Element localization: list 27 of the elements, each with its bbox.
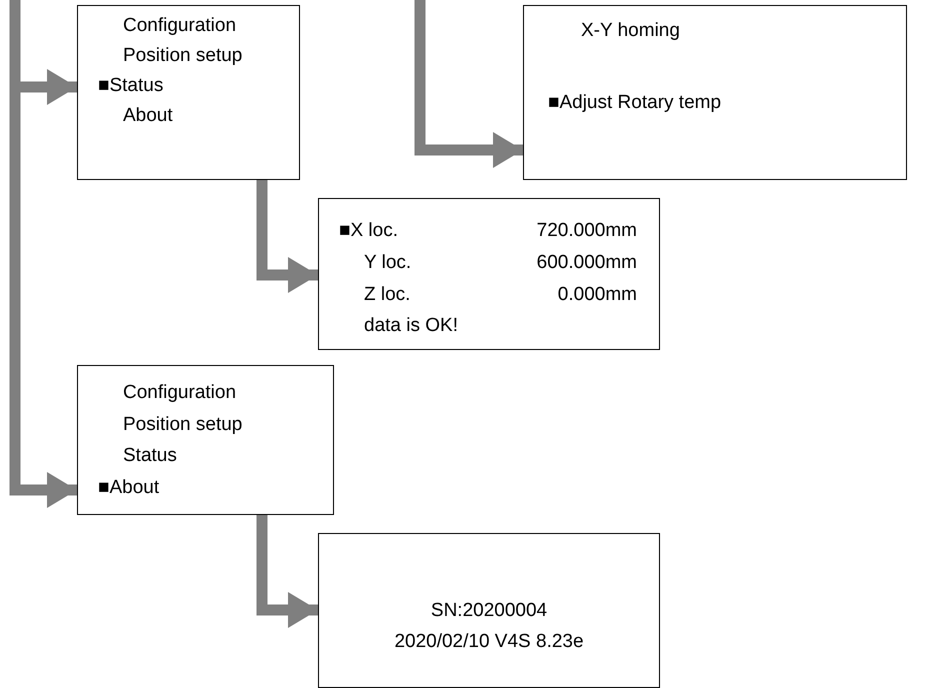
menu-text: ■Adjust Rotary temp (548, 92, 722, 114)
menu-text: Status (123, 445, 177, 467)
arrow (256, 180, 318, 293)
menu-text: Y loc. (364, 252, 412, 274)
menu-text: SN:20200004 (430, 600, 548, 622)
menu-screen-box (77, 365, 334, 515)
menu-text: Position setup (123, 414, 242, 436)
menu-screen-box (318, 198, 660, 350)
menu-text: data is OK! (364, 315, 458, 337)
menu-text: ■X loc. (339, 220, 398, 242)
menu-text: X-Y homing (581, 20, 680, 42)
menu-text: 720.000mm (536, 220, 637, 242)
menu-screen-box (77, 5, 300, 180)
menu-text: About (123, 105, 173, 127)
menu-text: Z loc. (364, 284, 410, 306)
arrow (414, 0, 523, 168)
menu-text: Configuration (123, 15, 236, 37)
menu-text: 2020/02/10 V4S 8.23e (393, 631, 585, 653)
menu-text: Position setup (123, 45, 242, 67)
menu-text: ■Status (98, 75, 164, 97)
menu-text: ■About (98, 477, 160, 499)
menu-screen-box (523, 5, 907, 180)
menu-text: 0.000mm (558, 284, 637, 306)
menu-text: 600.000mm (536, 252, 637, 274)
menu-screen-box (318, 533, 660, 688)
menu-text: Configuration (123, 382, 236, 404)
arrow (256, 515, 318, 628)
